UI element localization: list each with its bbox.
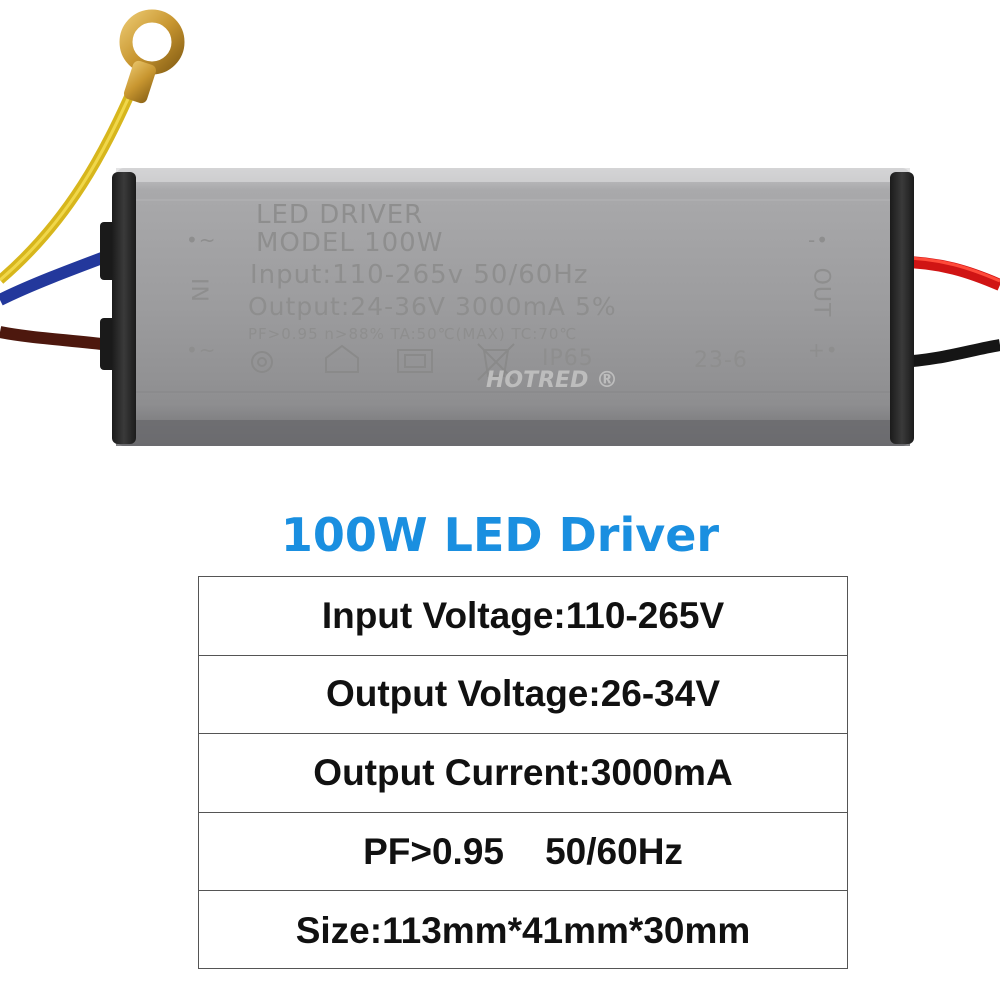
label-line-2: MODEL 100W — [256, 228, 444, 258]
in-bottom-symbol: •~ — [186, 338, 217, 362]
spec-input-voltage: Input Voltage:110-265V — [199, 577, 847, 656]
watermark: HOTRED ® — [486, 368, 619, 393]
spec-output-voltage: Output Voltage:26-34V — [199, 656, 847, 735]
label-line-5: PF>0.95 n>88% TA:50℃(MAX) TC:70℃ — [248, 325, 578, 343]
in-top-symbol: •~ — [186, 228, 217, 252]
label-line-1: LED DRIVER — [256, 200, 424, 230]
indoor-use-icon — [325, 344, 359, 373]
double-insulation-icon — [397, 349, 433, 373]
spec-size: Size:113mm*41mm*30mm — [295, 909, 751, 951]
brown-wire — [0, 326, 111, 351]
in-label: IN — [185, 278, 211, 303]
spec-pf-frequency: PF>0.95 50/60Hz — [199, 813, 847, 892]
driver-housing — [116, 168, 910, 446]
spec-table: Input Voltage:110-265V Output Voltage:26… — [198, 576, 848, 969]
date-code: 23-6 — [694, 348, 748, 373]
label-line-3: Input:110-265v 50/60Hz — [250, 260, 589, 290]
out-label: OUT — [808, 267, 834, 318]
label-line-4: Output:24-36V 3000mA 5% — [248, 292, 617, 321]
out-top-symbol: -• — [808, 228, 830, 252]
page-title: 100W LED Driver — [280, 508, 720, 562]
blue-wire — [0, 249, 113, 306]
ip-rating: IP65 — [542, 346, 594, 371]
safety-icon — [251, 351, 273, 373]
left-end-cap — [112, 172, 136, 444]
led-driver-illustration — [0, 9, 1000, 446]
terminal-ring-icon — [119, 9, 185, 104]
right-end-cap — [890, 172, 914, 444]
spec-output-current: Output Current:3000mA — [199, 734, 847, 813]
black-wire — [899, 339, 1000, 368]
product-photo: LED DRIVER MODEL 100W Input:110-265v 50/… — [0, 0, 1000, 470]
out-bottom-symbol: +• — [808, 338, 839, 362]
weee-bin-icon — [477, 343, 515, 381]
